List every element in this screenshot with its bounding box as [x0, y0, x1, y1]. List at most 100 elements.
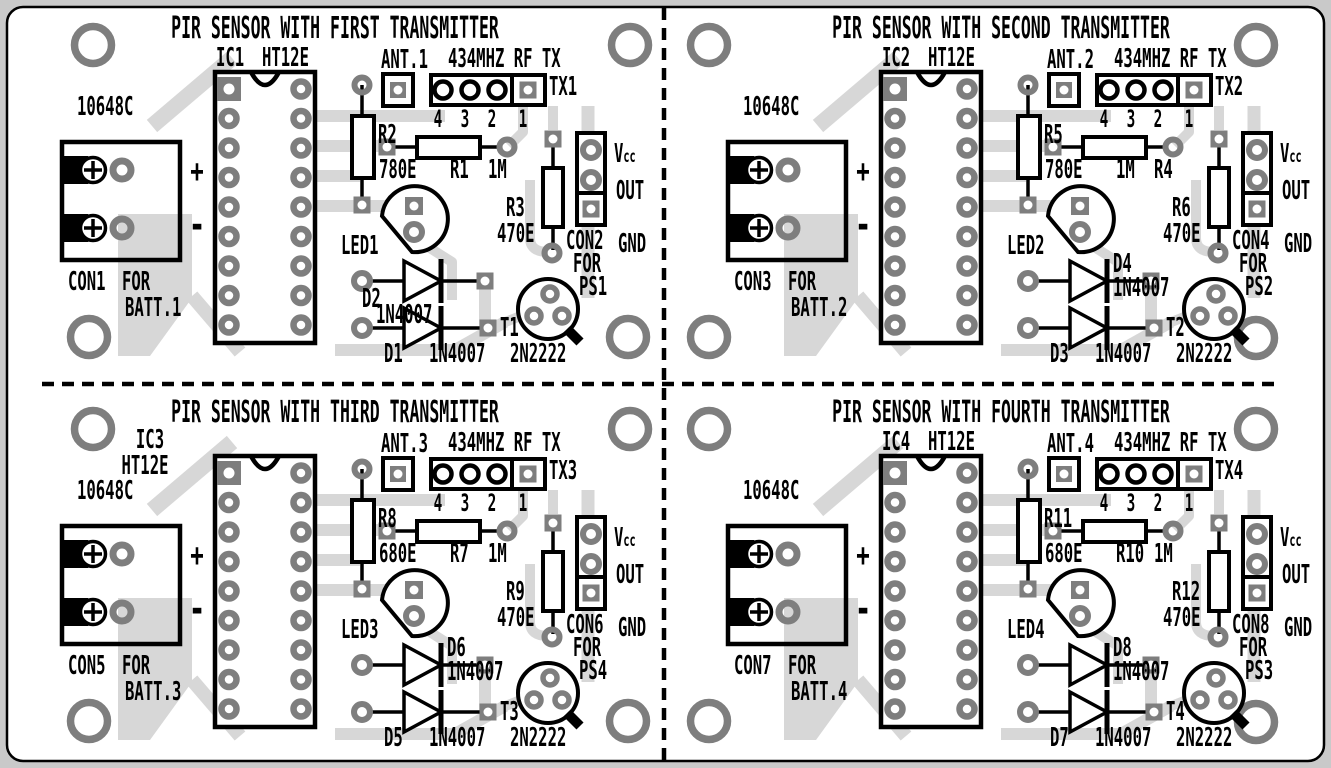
power-for-text: FOR — [1239, 249, 1267, 279]
ic-name-text: IC3 — [136, 425, 164, 455]
battery-for: FOR — [122, 651, 150, 681]
mounting-hole — [66, 314, 112, 360]
ic-pad — [218, 107, 240, 130]
diode-ref-text: D7 — [1050, 723, 1069, 753]
rf-pin-number: 3 — [461, 105, 470, 133]
transistor-ref-text: T3 — [500, 697, 519, 727]
rf-pin-number: 4 — [434, 105, 443, 133]
resistor-horizontal — [1081, 519, 1148, 544]
resistor-vertical-1 — [1016, 114, 1042, 180]
led-footprint — [379, 568, 450, 639]
battery-pad — [775, 599, 801, 625]
resistor-ref: R5 — [1044, 120, 1063, 150]
silk-line — [84, 603, 102, 621]
ic-pad — [884, 580, 906, 602]
silk-line — [249, 454, 281, 472]
resistor-pad — [1207, 626, 1229, 648]
power-supply-ref: PS3 — [1245, 656, 1273, 686]
diode-value-text: 1N4007 — [1095, 339, 1151, 369]
power-supply-ref-text: PS4 — [579, 656, 607, 686]
copper-trace — [146, 435, 238, 517]
battery-for: FOR — [788, 651, 816, 681]
pad-hole — [548, 134, 558, 144]
antenna-ref: ANT.4 — [1047, 429, 1094, 459]
resistor-label-text: 1M — [488, 155, 507, 185]
diode-ref-text: D8 — [1113, 633, 1132, 663]
battery-connector-ref-text: CON1 — [68, 267, 106, 297]
copper-trace — [146, 51, 238, 133]
resistor-pad — [351, 74, 373, 96]
mounting-hole — [686, 406, 732, 452]
transistor-pad — [552, 306, 572, 326]
diode-value-text: 1N4007 — [1095, 723, 1151, 753]
resistor-ref-text: R6 — [1172, 193, 1191, 223]
battery-connector-ref-text: CON7 — [734, 651, 772, 681]
battery-for: FOR — [788, 267, 816, 297]
ic-pad — [956, 225, 978, 248]
pad-hole — [1189, 85, 1199, 95]
resistor-ref: R11 — [1044, 504, 1072, 534]
resistor-pad — [496, 520, 518, 542]
ic-pad — [290, 137, 312, 159]
ic-socket — [878, 453, 984, 730]
battery-connector — [59, 139, 183, 263]
silk-line — [84, 161, 102, 179]
ic-pad — [290, 550, 312, 573]
ic-type-text: HT12E — [262, 43, 309, 73]
resistor-pad — [541, 626, 563, 648]
rf-pin-number-text: 4 — [434, 489, 443, 517]
resistor-label: 1M — [1154, 539, 1173, 569]
minus-mark-text: - — [189, 202, 206, 248]
pad-hole — [889, 467, 901, 479]
diode-value-text: 1N4007 — [429, 723, 485, 753]
silk-line — [750, 161, 768, 179]
resistor-label-text: 1M — [1116, 155, 1135, 185]
pir-sensor-ref-text: 10648C — [77, 476, 133, 506]
ic-pad — [218, 314, 240, 336]
resistor-ref-text: R8 — [378, 504, 397, 534]
led-footprint — [1045, 568, 1116, 639]
led-ref: LED1 — [341, 231, 379, 261]
ic-pad — [290, 580, 312, 602]
resistor-pad — [1017, 74, 1039, 96]
diode-triangle — [1068, 689, 1111, 735]
rf-pin-pad — [486, 79, 508, 101]
rf-pin-pad — [1098, 463, 1120, 485]
ic-pad — [290, 166, 312, 189]
ic-pad — [218, 521, 240, 543]
pad-hole — [1146, 276, 1156, 286]
transistor-tab — [1229, 325, 1250, 346]
ic-pad — [290, 639, 312, 661]
transistor-ref-text: T2 — [1166, 313, 1185, 343]
power-pin-label-text: Vcc — [614, 139, 636, 169]
battery-connector — [725, 523, 849, 647]
power-pin-label-text: Vcc — [1280, 523, 1302, 553]
rf-pin-pad — [459, 463, 481, 485]
power-for: FOR — [1239, 249, 1267, 279]
ic-pad — [218, 550, 240, 573]
diode-pad — [1017, 317, 1039, 339]
diode-pad — [351, 654, 373, 676]
ic-name: IC2 — [882, 43, 910, 73]
diode-ref: D8 — [1113, 633, 1132, 663]
ic-name: IC3 — [136, 425, 164, 455]
ic-pad — [956, 609, 978, 632]
module-title: PIR SENSOR WITH THIRD TRANSMITTER — [171, 395, 499, 430]
rf-pin-pad — [1098, 79, 1120, 101]
transistor-pad — [1206, 284, 1226, 304]
diode-ref: D2 — [362, 284, 381, 314]
ic-pad — [218, 580, 240, 602]
led-ref: LED2 — [1007, 231, 1045, 261]
transistor-pad — [540, 284, 560, 304]
pad-hole — [1146, 660, 1156, 670]
resistor-vertical-1 — [350, 498, 376, 564]
pad-hole — [393, 469, 403, 479]
power-for: FOR — [573, 249, 601, 279]
diode-ref-text: D1 — [384, 339, 403, 369]
transmitter-module: PIR SENSOR WITH THIRD TRANSMITTERIC3HT12… — [59, 395, 653, 753]
transistor-value: 2N2222 — [510, 723, 566, 753]
resistor-ref-text: R5 — [1044, 120, 1063, 150]
diode-pad — [1017, 270, 1039, 292]
antenna-ref-text: ANT.3 — [381, 429, 428, 459]
resistor-vertical-2 — [1207, 166, 1231, 229]
